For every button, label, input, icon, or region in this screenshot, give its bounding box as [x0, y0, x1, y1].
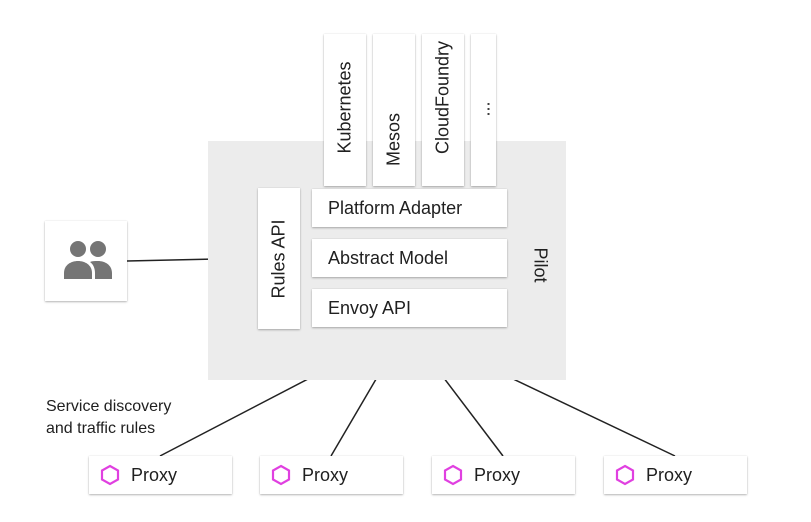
hexagon-icon	[271, 464, 291, 486]
users-box	[45, 221, 127, 301]
platform-mesos: Mesos	[373, 34, 415, 186]
rules-api-label: Rules API	[268, 218, 289, 299]
caption: Service discovery and traffic rules	[46, 396, 171, 440]
proxy-label-2: Proxy	[302, 464, 349, 485]
proxy-box-2: Proxy	[260, 456, 403, 494]
users-icon	[64, 241, 112, 279]
envoy-api-box: Envoy API	[312, 289, 507, 327]
proxy-label-1: Proxy	[131, 464, 178, 485]
abstract-model-label: Abstract Model	[328, 247, 449, 268]
proxy-label-3: Proxy	[474, 464, 521, 485]
proxy-box-4: Proxy	[604, 456, 747, 494]
caption-line-2: and traffic rules	[46, 420, 156, 437]
platform-adapter-label: Platform Adapter	[328, 197, 463, 218]
platform-label-more: ...	[473, 101, 493, 117]
platform-cloudfoundry: CloudFoundry	[422, 34, 464, 186]
platform-more: ...	[471, 34, 496, 186]
hexagon-icon	[615, 464, 635, 486]
platform-adapter-box: Platform Adapter	[312, 189, 507, 227]
caption-line-1: Service discovery	[46, 398, 172, 415]
pilot-label-wrap: Pilot	[520, 240, 560, 290]
platform-label-kubernetes: Kubernetes	[334, 61, 355, 154]
proxy-label-4: Proxy	[646, 464, 693, 485]
abstract-model-box: Abstract Model	[312, 239, 507, 277]
platform-label-cloudfoundry: CloudFoundry	[432, 40, 453, 155]
envoy-api-label: Envoy API	[328, 297, 412, 318]
proxy-box-3: Proxy	[432, 456, 575, 494]
platform-label-mesos: Mesos	[383, 112, 404, 167]
pilot-label: Pilot	[530, 247, 551, 283]
rules-api-box: Rules API	[258, 188, 300, 329]
hexagon-icon	[443, 464, 463, 486]
proxy-box-1: Proxy	[89, 456, 232, 494]
platform-kubernetes: Kubernetes	[324, 34, 366, 186]
hexagon-icon	[100, 464, 120, 486]
